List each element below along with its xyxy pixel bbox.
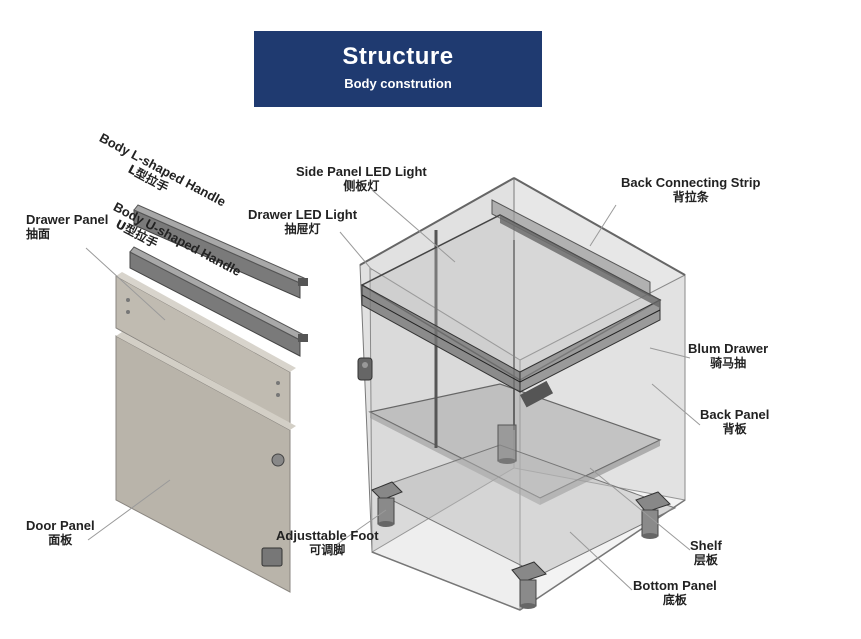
banner-title: Structure: [342, 43, 454, 70]
label-back-panel: Back Panel 背板: [700, 407, 770, 436]
label-shelf: Shelf 层板: [690, 538, 722, 567]
label-back-connecting-strip: Back Connecting Strip 背拉条: [621, 175, 761, 204]
door-panel: [115, 332, 296, 593]
l-shaped-handle: [133, 204, 308, 299]
banner-subtitle: Body constrution: [344, 76, 452, 91]
blum-drawer: [360, 214, 662, 408]
label-side-panel-led: Side Panel LED Light 侧板灯: [296, 164, 427, 193]
label-bottom-panel: Bottom Panel 底板: [633, 578, 717, 607]
label-drawer-led: Drawer LED Light 抽屉灯: [248, 207, 358, 236]
label-blum-drawer: Blum Drawer 骑马抽: [688, 341, 769, 370]
label-adjustable-foot: Adjusttable Foot 可调脚: [276, 528, 379, 557]
structure-banner: Structure Body constrution: [254, 31, 542, 107]
leader-lines: [85, 189, 701, 591]
adjustable-feet: [371, 424, 671, 609]
u-shaped-handle: [129, 246, 308, 357]
hinge: [357, 357, 373, 381]
label-drawer-panel: Drawer Panel 抽面: [26, 212, 109, 241]
label-door-panel: Door Panel 面板: [26, 518, 95, 547]
bottom-panel: [370, 444, 677, 576]
